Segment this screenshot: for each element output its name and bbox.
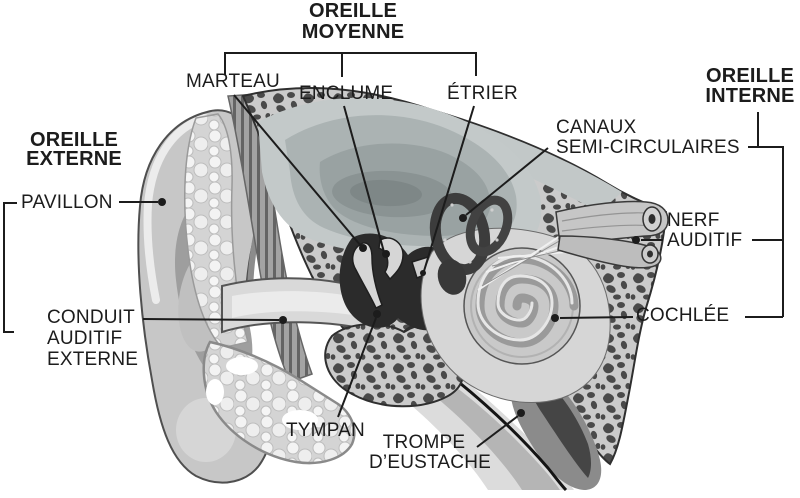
label-enclume: ENCLUME [299, 83, 394, 104]
bracket-outer-ear [3, 202, 17, 333]
bracket-inner-ear [745, 112, 784, 318]
region-title-outer-ear: OREILLE EXTERNE [26, 129, 122, 170]
bracket-middle-ear [224, 52, 477, 77]
label-etrier: ÉTRIER [447, 83, 518, 104]
leader-marteau [233, 94, 362, 247]
dot-tympan [373, 310, 381, 318]
label-conduit-auditif-externe: CONDUIT AUDITIF EXTERNE [47, 307, 139, 370]
region-title-middle-ear: OREILLE MOYENNE [301, 0, 405, 43]
soft-tissue-bands [258, 97, 622, 259]
lobe-bubble-mass [202, 340, 356, 465]
region-title-inner-ear: OREILLE INTERNE [705, 65, 795, 107]
leader-enclume [343, 105, 385, 253]
leader-trompe [476, 415, 519, 448]
label-nerf-auditif: NERF AUDITIF [667, 210, 743, 251]
semicircular-canals-shape [429, 192, 513, 295]
dot-conduit [279, 316, 287, 324]
ear-canal-shape [221, 277, 382, 334]
leader-tympan [337, 317, 377, 418]
dot-nerf [632, 236, 640, 244]
leader-cochlee [559, 316, 634, 319]
dot-cochlee [551, 314, 559, 322]
dot-enclume [382, 250, 390, 258]
dot-canaux [459, 214, 467, 222]
label-canaux-semi-circulaires: CANAUX SEMI-CIRCULAIRES [556, 117, 740, 158]
malleus-shape [351, 242, 383, 310]
dot-pavillon [158, 198, 166, 206]
leader-etrier [423, 105, 475, 272]
label-pavillon: PAVILLON [21, 192, 113, 213]
dot-trompe [517, 409, 525, 417]
label-cochlee: COCHLÉE [636, 305, 730, 326]
leader-canaux [465, 147, 549, 216]
dot-marteau [359, 244, 367, 252]
leader-conduit [142, 318, 280, 321]
label-tympan: TYMPAN [286, 420, 365, 441]
label-marteau: MARTEAU [186, 71, 280, 92]
dot-etrier [420, 270, 426, 276]
auditory-nerve-shape [477, 200, 669, 291]
label-trompe-eustache: TROMPE D’EUSTACHE [369, 432, 491, 473]
